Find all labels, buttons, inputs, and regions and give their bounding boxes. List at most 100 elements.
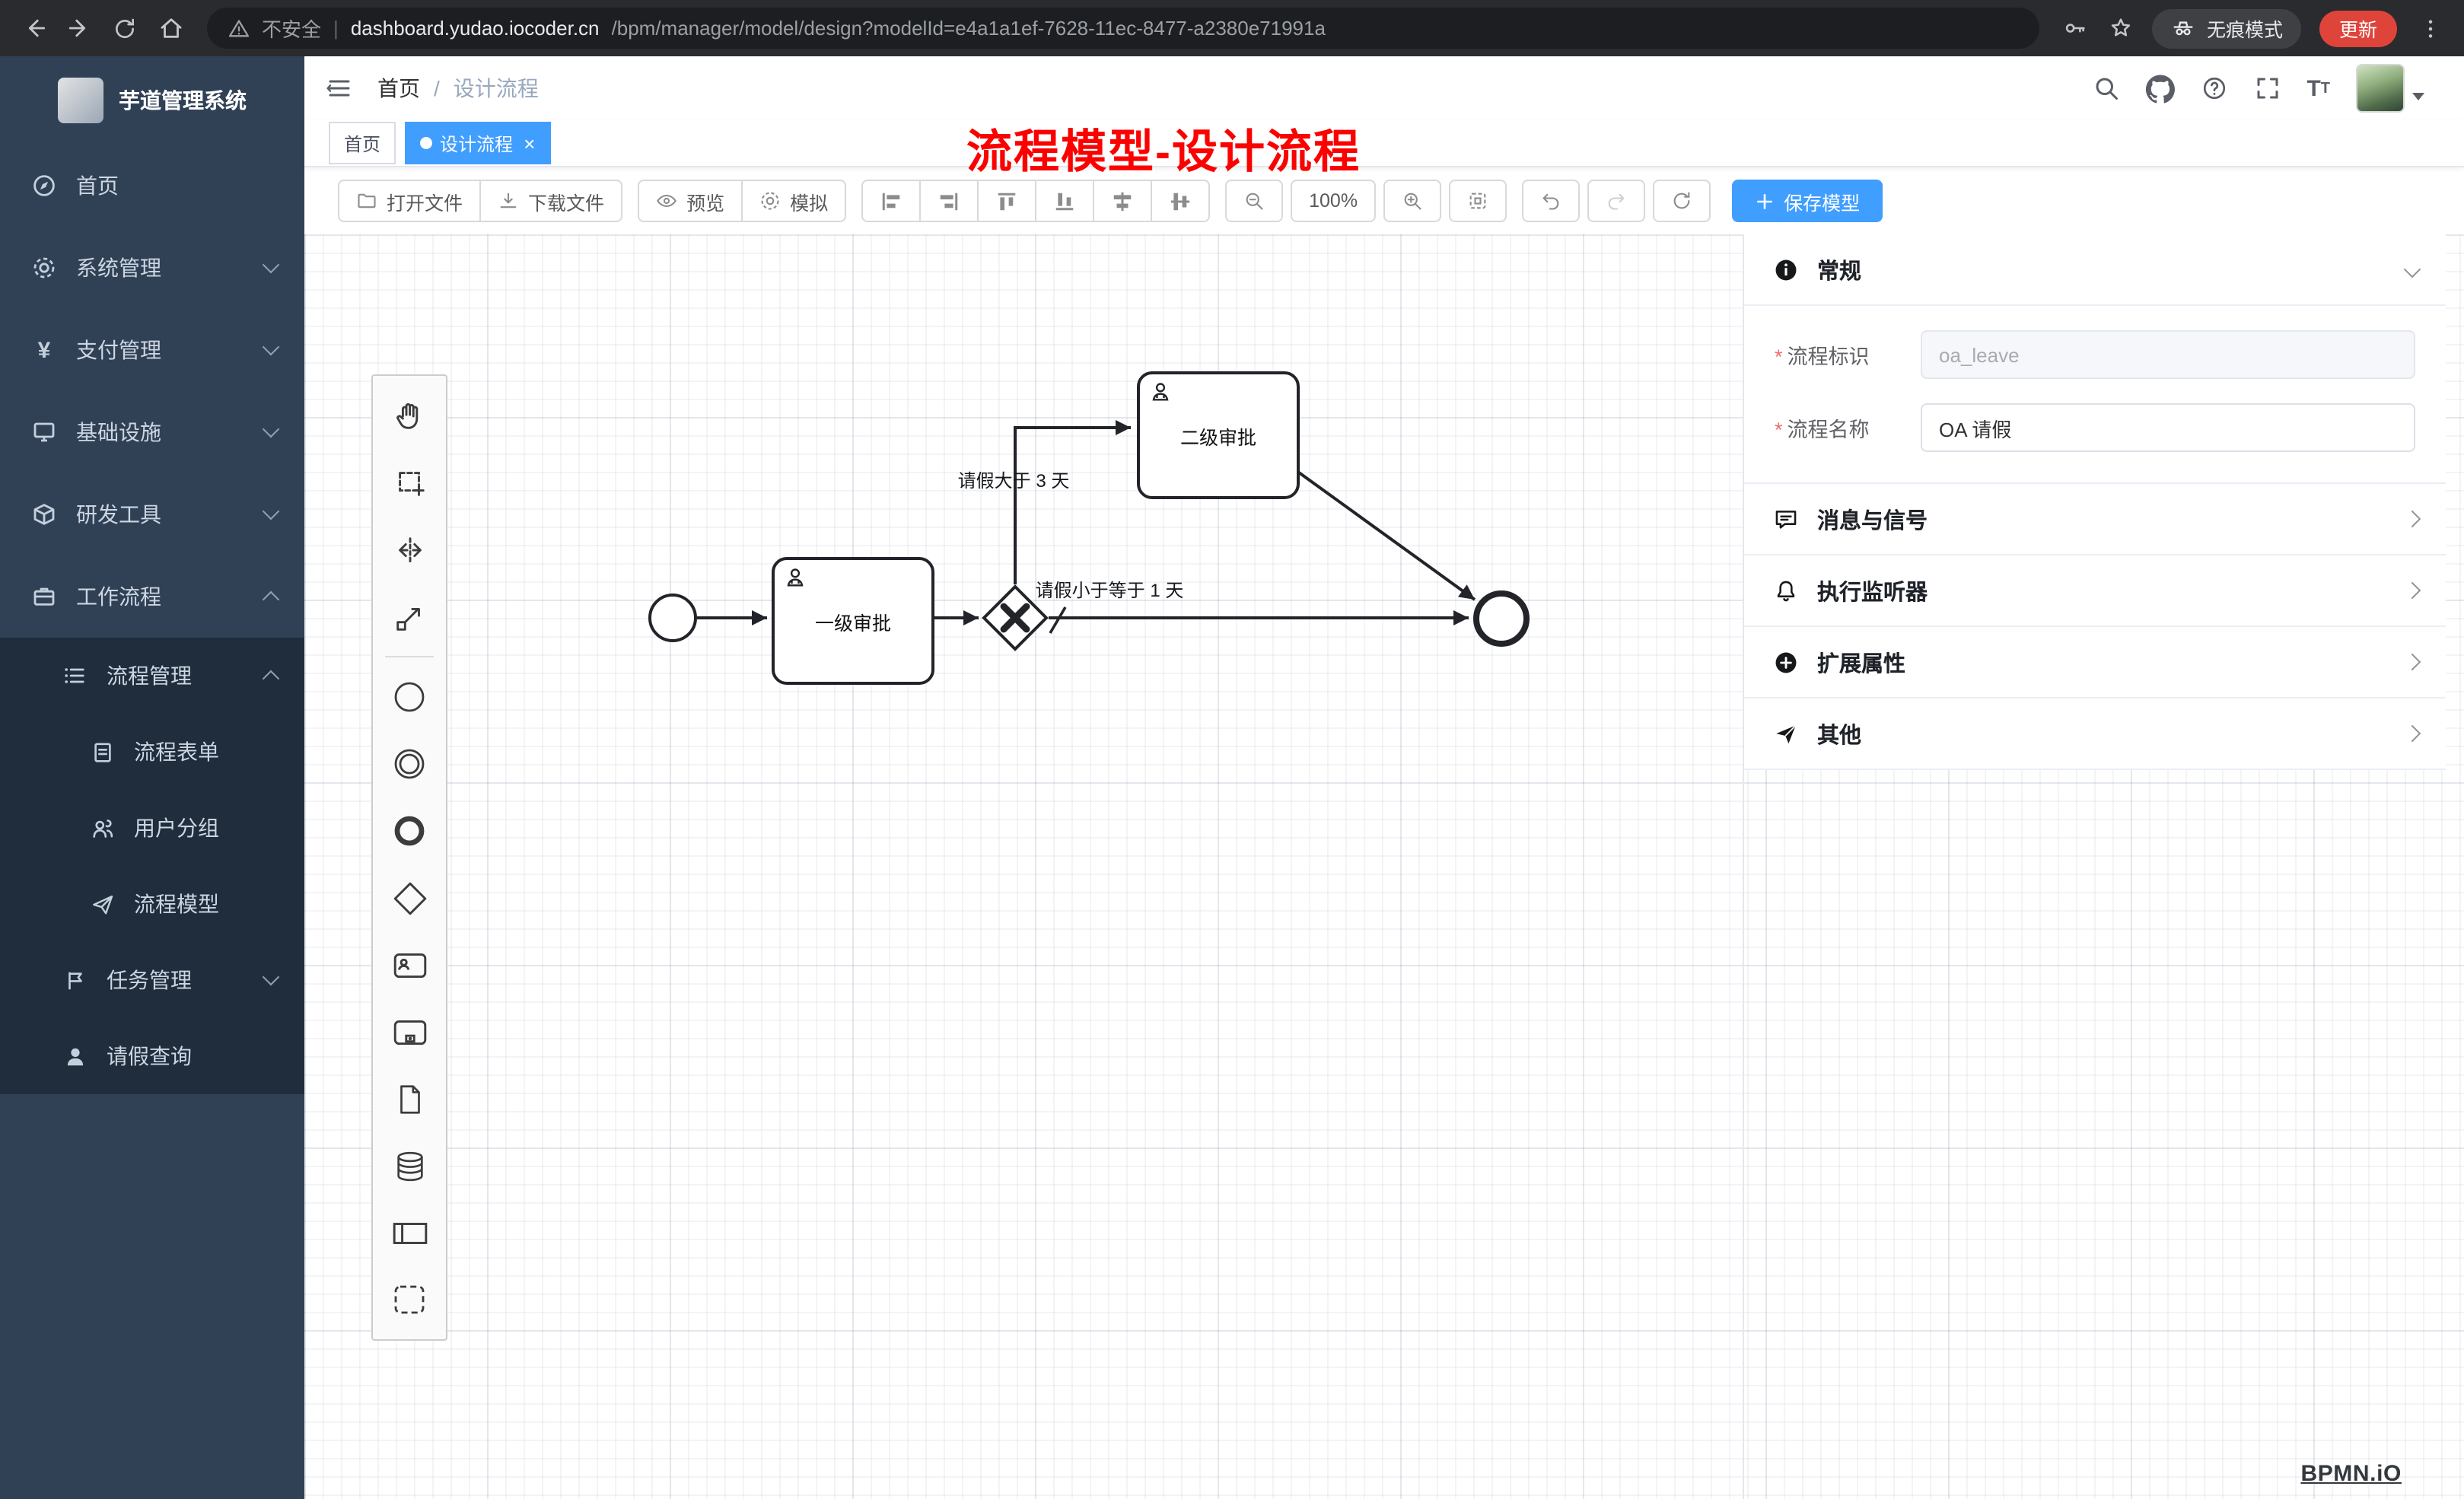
update-button[interactable]: 更新 — [2319, 10, 2397, 46]
sidebar-item-process-form[interactable]: 流程表单 — [0, 714, 304, 790]
bookmark-star-icon[interactable] — [2100, 7, 2143, 49]
sidebar-item-label: 任务管理 — [107, 968, 192, 992]
chevron-down-icon — [262, 338, 280, 356]
zoom-out-button[interactable] — [1225, 180, 1284, 222]
undo-button[interactable] — [1522, 180, 1581, 222]
tag-home[interactable]: 首页 — [329, 122, 396, 164]
app-logo[interactable]: 芋道管理系统 — [0, 56, 304, 145]
section-general[interactable]: 常规 — [1744, 234, 2446, 306]
intermediate-event-icon[interactable] — [374, 730, 444, 797]
end-event-icon[interactable] — [374, 797, 444, 864]
designer: 打开文件 下载文件 — [304, 167, 2464, 1499]
process-key-input[interactable] — [1921, 330, 2415, 379]
open-file-button[interactable]: 打开文件 — [338, 180, 482, 222]
align-bottom-button[interactable] — [1035, 180, 1095, 222]
align-center-button[interactable] — [1093, 180, 1153, 222]
redo-button[interactable] — [1587, 180, 1646, 222]
user-task-level1[interactable]: 一级审批 — [772, 557, 934, 685]
restart-button[interactable] — [1653, 180, 1711, 222]
incognito-badge[interactable]: 无痕模式 — [2151, 8, 2301, 48]
search-icon[interactable] — [2092, 75, 2119, 102]
space-tool-icon[interactable] — [374, 516, 444, 583]
user-menu[interactable] — [2356, 64, 2424, 113]
home-icon[interactable] — [149, 7, 192, 49]
data-object-icon[interactable] — [374, 1065, 444, 1132]
align-middle-button[interactable] — [1151, 180, 1211, 222]
sidebar-item-devtools[interactable]: 研发工具 — [0, 473, 304, 555]
data-store-icon[interactable] — [374, 1132, 444, 1199]
fullscreen-icon[interactable] — [2253, 75, 2281, 102]
align-right-icon — [938, 189, 960, 212]
global-connect-tool-icon[interactable] — [374, 583, 444, 650]
align-left-button[interactable] — [861, 180, 922, 222]
preview-button[interactable]: 预览 — [638, 180, 743, 222]
sidebar-item-process-mgmt[interactable]: 流程管理 — [0, 638, 304, 714]
github-icon[interactable] — [2145, 74, 2175, 103]
bpmn-io-logo[interactable]: BPMN.iO — [2300, 1461, 2402, 1487]
subprocess-icon[interactable] — [374, 998, 444, 1065]
send-icon — [1772, 721, 1800, 746]
help-icon[interactable] — [2200, 75, 2227, 102]
sidebar-item-task-mgmt[interactable]: 任务管理 — [0, 942, 304, 1018]
gateway-icon[interactable] — [374, 864, 444, 931]
security-label[interactable]: 不安全 — [262, 18, 322, 41]
task-icon[interactable] — [374, 931, 444, 998]
back-icon[interactable] — [12, 7, 55, 49]
tag-design[interactable]: 设计流程 × — [405, 122, 551, 164]
sidebar-item-label: 流程表单 — [134, 740, 219, 764]
sidebar-item-system[interactable]: 系统管理 — [0, 227, 304, 309]
start-event-icon[interactable] — [374, 664, 444, 730]
forward-icon[interactable] — [58, 7, 100, 49]
browser-menu-icon[interactable] — [2409, 7, 2452, 49]
bpmn-canvas[interactable]: 一级审批 二级审批 请假大于 3 天 请 — [304, 234, 2464, 1499]
section-extensions[interactable]: 扩展属性 — [1744, 627, 2446, 699]
condition-label-gt[interactable]: 请假大于 3 天 — [957, 470, 1070, 492]
password-key-icon[interactable] — [2055, 7, 2097, 49]
breadcrumb-current: 设计流程 — [453, 76, 539, 100]
start-event[interactable] — [648, 594, 697, 642]
participant-icon[interactable] — [374, 1199, 444, 1266]
properties-panel: 常规 *流程标识 *流程名称 — [1743, 234, 2446, 1499]
save-model-button[interactable]: 保存模型 — [1732, 180, 1883, 222]
condition-label-lte[interactable]: 请假小于等于 1 天 — [1035, 580, 1184, 601]
sidebar-item-payment[interactable]: ¥ 支付管理 — [0, 309, 304, 391]
sidebar-item-label: 支付管理 — [76, 338, 161, 362]
section-messages[interactable]: 消息与信号 — [1744, 484, 2446, 555]
reload-icon[interactable] — [103, 7, 146, 49]
sidebar-item-user-group[interactable]: 用户分组 — [0, 790, 304, 866]
sidebar-item-process-model[interactable]: 流程模型 — [0, 866, 304, 942]
section-other[interactable]: 其他 — [1744, 699, 2446, 770]
zoom-in-button[interactable] — [1383, 180, 1442, 222]
user-task-level2[interactable]: 二级审批 — [1137, 371, 1300, 499]
close-icon[interactable]: × — [524, 132, 536, 154]
main-area: 首页 / 设计流程 T — [304, 56, 2464, 1499]
avatar[interactable] — [2356, 64, 2405, 113]
sidebar-item-infra[interactable]: 基础设施 — [0, 391, 304, 473]
task-label: 二级审批 — [1179, 427, 1256, 448]
end-event[interactable] — [1473, 590, 1530, 647]
sidebar-item-home[interactable]: 首页 — [0, 145, 304, 227]
address-bar[interactable]: 不安全 | dashboard.yudao.iocoder.cn/bpm/man… — [207, 8, 2039, 49]
zoom-reset-button[interactable] — [1449, 180, 1507, 222]
zoom-in-icon — [1402, 190, 1423, 212]
zoom-level[interactable]: 100% — [1291, 180, 1377, 222]
hand-tool-icon[interactable] — [374, 382, 444, 449]
download-file-button[interactable]: 下载文件 — [479, 180, 623, 222]
align-top-button[interactable] — [977, 180, 1037, 222]
sidebar-item-workflow[interactable]: 工作流程 — [0, 555, 304, 638]
exclusive-gateway[interactable] — [980, 583, 1050, 653]
url-domain: dashboard.yudao.iocoder.cn — [350, 17, 600, 40]
lasso-tool-icon[interactable] — [374, 449, 444, 516]
monitor-icon — [30, 420, 58, 444]
align-bottom-icon — [1053, 189, 1076, 212]
align-right-button[interactable] — [919, 180, 979, 222]
section-listeners[interactable]: 执行监听器 — [1744, 555, 2446, 627]
group-icon[interactable] — [374, 1266, 444, 1333]
process-name-input[interactable] — [1921, 403, 2415, 452]
sidebar-item-leave-query[interactable]: 请假查询 — [0, 1018, 304, 1094]
breadcrumb-home[interactable]: 首页 — [377, 76, 420, 100]
simulate-button[interactable]: 模拟 — [741, 180, 847, 222]
hamburger-icon[interactable] — [326, 75, 353, 102]
url-path: /bpm/manager/model/design?modelId=e4a1a1… — [611, 17, 1326, 40]
